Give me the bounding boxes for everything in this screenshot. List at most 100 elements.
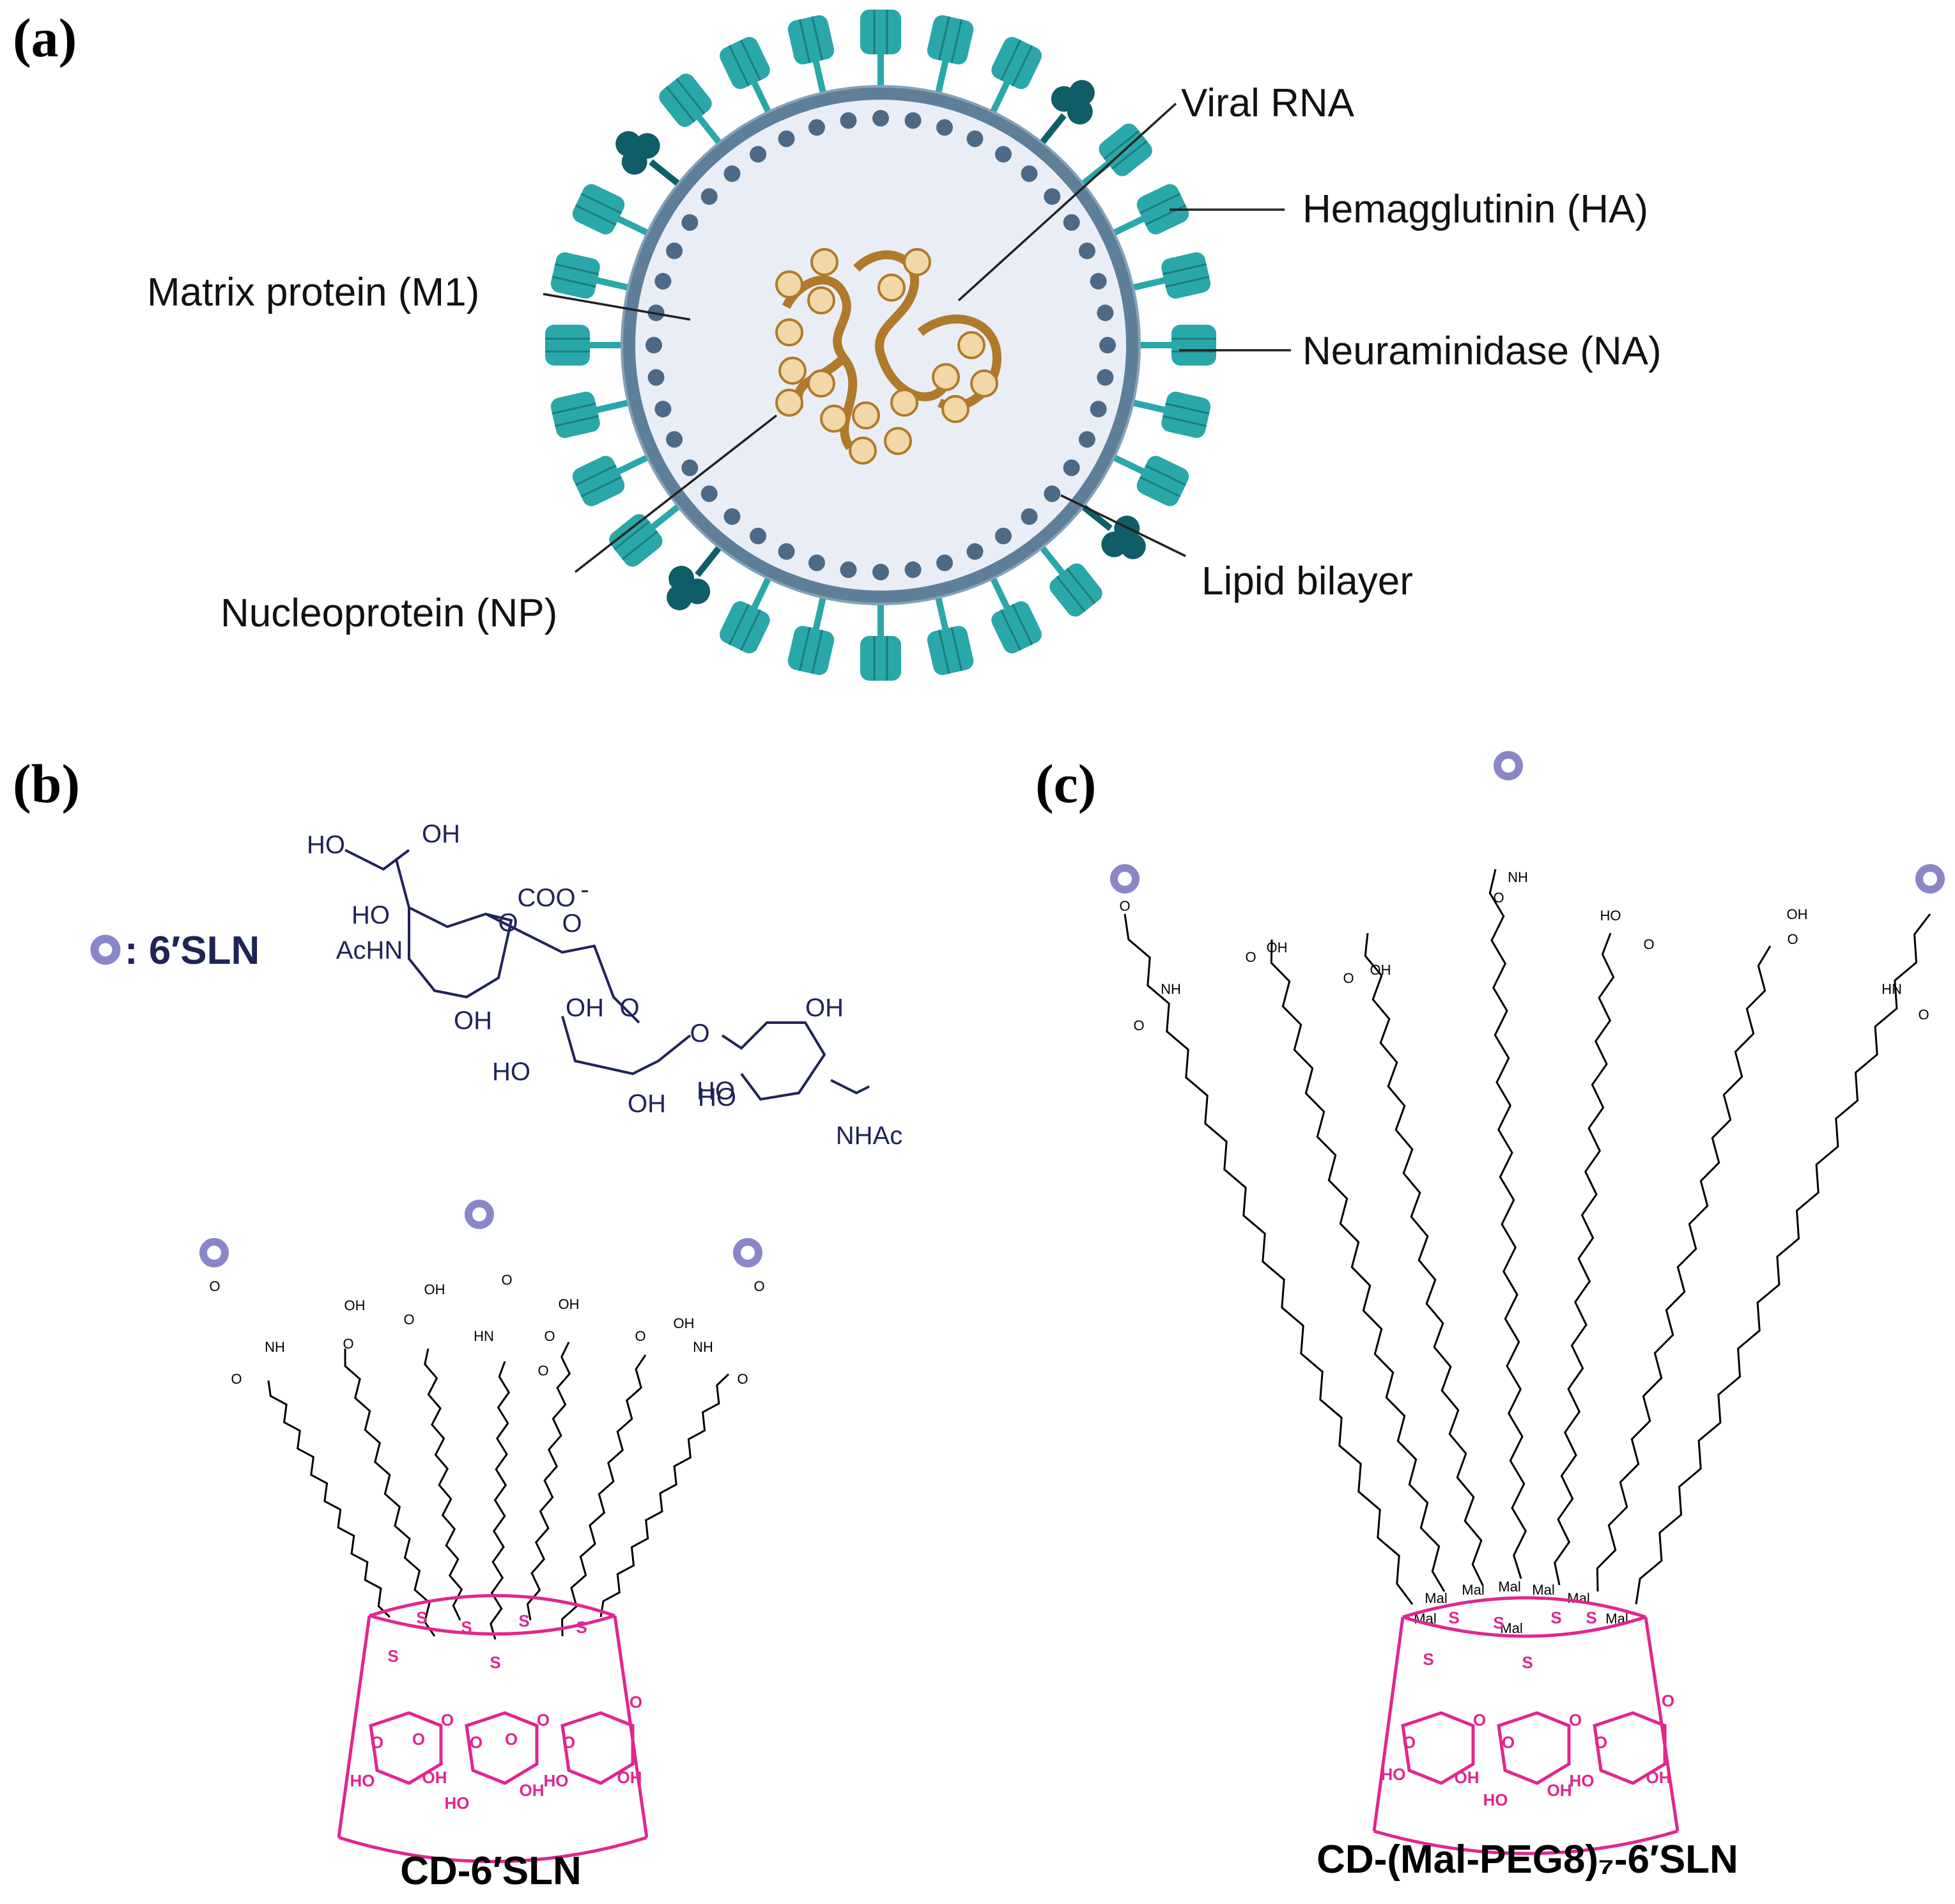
alkyl-chain [1124, 913, 1414, 1605]
alkyl-chain [1554, 933, 1615, 1586]
cd-6sln-chain-label: O [403, 1312, 414, 1327]
cd-mal-peg8-ring-label: O [1502, 1733, 1515, 1752]
caption-cd-6sln: CD-6′SLN [400, 1849, 582, 1893]
cd-6sln-ring-label: O [470, 1733, 483, 1752]
virus-diagram [545, 10, 1216, 681]
nucleoprotein-bead [884, 427, 912, 455]
sln-symbol [733, 1238, 762, 1267]
hemagglutinin-spike [550, 391, 633, 438]
matrix-protein-dot [994, 527, 1012, 545]
hemagglutinin-spike [860, 601, 901, 681]
cd-mal-peg8-ring-label: OH [1646, 1768, 1671, 1787]
matrix-protein-dot [1063, 214, 1080, 231]
sln-atom-label: O [498, 909, 518, 937]
cd-mal-peg8-ring-label: O [1403, 1733, 1416, 1752]
matrix-protein-dot [994, 146, 1012, 163]
cd-6sln-chain-label: O [231, 1371, 242, 1387]
cd-6sln-chain-label: O [753, 1278, 764, 1294]
matrix-protein-dot [1021, 165, 1038, 182]
sln-atom-label: OH [805, 994, 844, 1022]
matrix-protein-dot [808, 554, 825, 571]
cd-mal-peg8-cup [1372, 1596, 1680, 1855]
matrix-protein-dot [1044, 485, 1061, 502]
matrix-protein-dot [647, 369, 665, 386]
matrix-protein-dot [778, 130, 795, 148]
cd-6sln-ring-label: HO [445, 1793, 470, 1813]
matrix-protein-dot [666, 242, 683, 259]
nucleoprotein-bead [820, 405, 848, 433]
cd-mal-peg8-ring-label: HO [1570, 1771, 1595, 1790]
sln-atom-label: HO [492, 1058, 530, 1086]
panel-letter-b: (b) [13, 753, 80, 814]
hemagglutinin-spike [609, 502, 683, 567]
hemagglutinin-spike [1109, 453, 1189, 506]
alkyl-chain [267, 1380, 391, 1618]
matrix-protein-dot [1097, 304, 1114, 321]
label-matrix-protein: Matrix protein (M1) [147, 270, 479, 314]
sln-atom-label: HO [697, 1077, 735, 1105]
matrix-protein-dot [1097, 369, 1114, 386]
cd-6sln-ring-label: S [518, 1611, 529, 1630]
hemagglutinin-spike [1109, 184, 1189, 237]
hemagglutinin-spike [1129, 252, 1211, 299]
cd-6sln-chain-label: OH [344, 1297, 366, 1313]
cd-6sln-chain-label: O [501, 1272, 512, 1288]
sln-symbol [465, 1200, 494, 1229]
alkyl-chain [344, 1348, 436, 1637]
alkyl-chain [561, 1354, 647, 1637]
cd-mal-peg8-chain-label: NH [1161, 981, 1181, 997]
nucleoprotein-bead [970, 369, 998, 398]
cd-mal-peg8-ring-label: HO [1381, 1765, 1406, 1784]
cd-mal-peg8-chain-label: O [1493, 890, 1504, 906]
nucleoprotein-bead [941, 395, 970, 423]
panel-letter-a: (a) [13, 7, 77, 68]
matrix-protein-dot [666, 431, 683, 448]
nucleoprotein-bead [890, 389, 918, 417]
cd-mal-peg8-ring-label: O [1569, 1710, 1582, 1730]
nucleoprotein-bead [775, 270, 803, 298]
hemagglutinin-spike [659, 74, 724, 148]
viral-rna-complex [775, 248, 1002, 465]
caption-cd-mal-peg8: CD-(Mal-PEG8)₇-6′SLN [1317, 1838, 1738, 1882]
hemagglutinin-spike [720, 36, 773, 116]
cd-mal-peg8-chain-label: O [1787, 931, 1798, 947]
hemagglutinin-spike [927, 593, 974, 676]
maleimide-label: Mal [1532, 1582, 1554, 1598]
matrix-protein-dot [872, 564, 889, 580]
hemagglutinin-spike [989, 36, 1042, 116]
cd-6sln-cup [337, 1594, 649, 1863]
maleimide-label: Mal [1425, 1590, 1447, 1606]
cd-mal-peg8-chain-label: O [1643, 936, 1654, 952]
cd-6sln-ring-label: OH [617, 1768, 642, 1787]
cd-mal-peg8-chain-label: O [1245, 949, 1256, 965]
cd-6sln-ring-label: S [576, 1618, 587, 1637]
cd-6sln-chain-label: NH [265, 1339, 285, 1355]
cd-mal-peg8-ring-label: S [1586, 1608, 1596, 1627]
matrix-protein-dot [654, 401, 672, 418]
matrix-protein-dot [1090, 272, 1107, 290]
cd-6sln-chain-label: O [635, 1328, 645, 1344]
cd-mal-peg8-ring-label: O [1662, 1691, 1674, 1710]
alkyl-chain [599, 1373, 730, 1618]
nucleoprotein-bead [807, 286, 835, 314]
nucleoprotein-bead [903, 248, 931, 276]
hemagglutinin-spike [572, 453, 652, 506]
cd-6sln-chain-label: OH [559, 1296, 580, 1312]
cd-6sln-chain-label: O [544, 1328, 555, 1344]
matrix-protein-dot [1063, 459, 1080, 476]
alkyl-chain [490, 1361, 511, 1640]
key-label: : 6′SLN [125, 929, 259, 973]
nucleoprotein-bead [852, 401, 880, 430]
cd-6sln-ring-label: O [562, 1733, 575, 1752]
neuraminidase-spike [615, 131, 683, 189]
matrix-protein-dot [808, 119, 825, 136]
matrix-protein-dot [936, 119, 954, 136]
matrix-protein-dot [904, 561, 922, 578]
matrix-protein-dot [1078, 242, 1095, 259]
cd-mal-peg8-ring-label: S [1550, 1608, 1561, 1627]
alkyl-chain [1635, 913, 1931, 1605]
